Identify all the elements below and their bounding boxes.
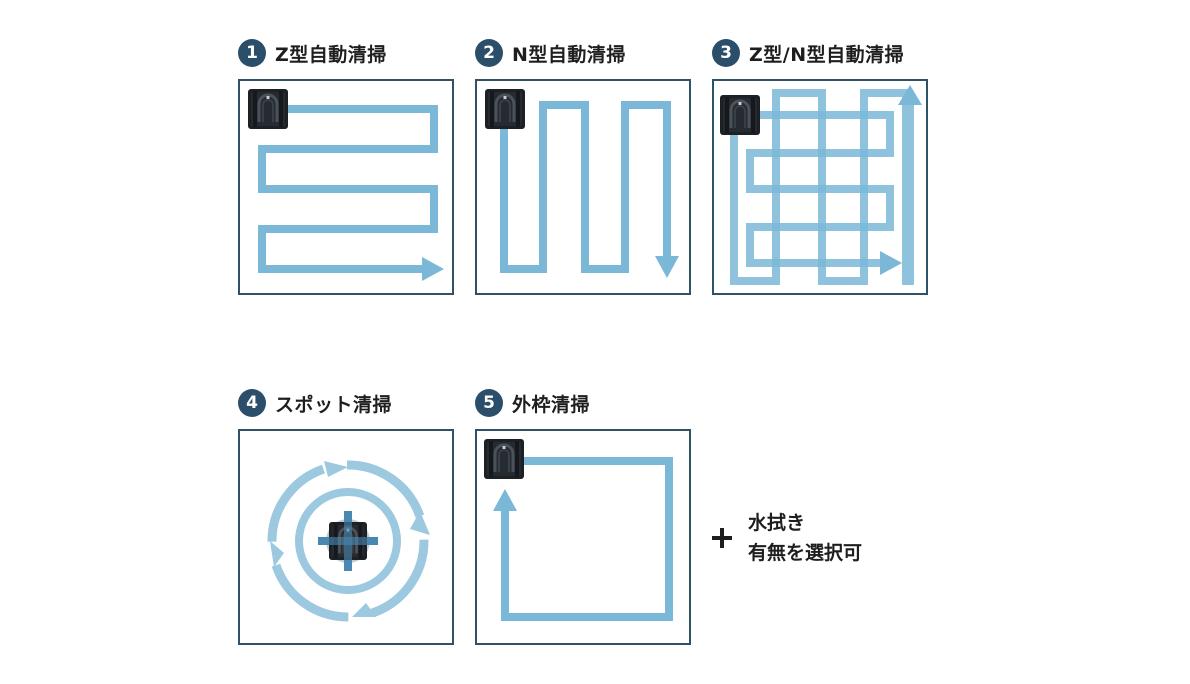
cleaning-path [258,105,438,273]
path-arrowhead [270,541,284,567]
outer-circle-path [267,460,429,622]
path-arrowhead [422,257,444,281]
edge-diagram [484,439,673,621]
path-arrowhead [324,461,348,477]
mode-header: 2 N型自動清掃 [475,38,626,68]
zn-pattern-diagram [720,85,922,285]
option-text: 水拭き 有無を選択可 [748,508,862,568]
mode-header: 1 Z型自動清掃 [238,38,387,68]
z-pattern-diagram [248,89,444,281]
path-arrowhead [898,85,922,105]
cleaning-path-n [730,89,914,285]
number-badge: 2 [475,39,503,67]
window-cleaning-robot-icon [248,89,288,129]
mode-title: Z型自動清掃 [275,43,387,66]
mode-header: 3 Z型/N型自動清掃 [712,38,904,68]
path-arrowhead [410,511,430,535]
number-badge: 4 [238,389,266,417]
cleaning-path [501,457,673,621]
path-arrowhead [493,489,517,511]
diagram-panel [475,79,691,295]
window-cleaning-robot-icon [485,89,525,129]
diagram-panel [475,429,691,645]
window-cleaning-robot-icon [720,95,760,135]
number-badge: 1 [238,39,266,67]
mode-title: 外枠清掃 [512,393,591,416]
number-badge: 5 [475,389,503,417]
n-pattern-diagram [485,89,679,278]
spot-diagram [267,460,430,622]
path-arrowhead [880,251,902,275]
number-badge: 3 [712,39,740,67]
mode-title: N型自動清掃 [512,43,626,66]
option-line: 有無を選択可 [748,542,863,564]
path-arrowhead [655,256,679,278]
diagram-panel [238,79,454,295]
mode-header: 5 外枠清掃 [475,388,590,418]
plus-icon [712,528,732,548]
mode-header: 4 スポット清掃 [238,388,392,418]
diagram-panel [238,429,454,645]
window-cleaning-robot-icon [484,439,524,479]
option-line: 水拭き [748,512,806,534]
cleaning-path [500,101,671,273]
mode-title: Z型/N型自動清掃 [749,43,905,66]
mode-title: スポット清掃 [275,393,393,416]
path-arrowhead [352,603,376,617]
wet-wipe-option-note: 水拭き 有無を選択可 [712,505,862,571]
inner-circle-path [295,488,401,594]
diagram-panel [712,79,928,295]
